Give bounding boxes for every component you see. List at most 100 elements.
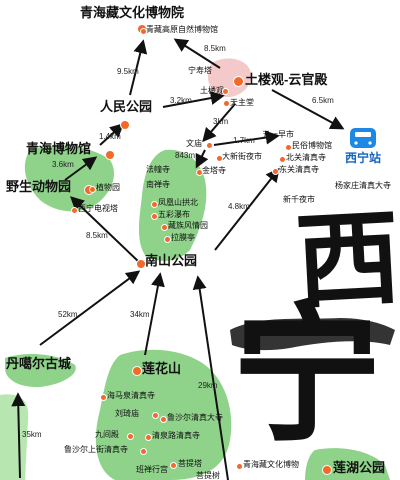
label-lusha-mosque: 鲁沙尔清真大寺 [167, 413, 223, 422]
pin-liuzu-temple [152, 412, 159, 419]
label-wenmiao: 文庙 [186, 139, 202, 148]
label-liuzu-temple: 刘琦庙 [115, 409, 139, 418]
land-west-strip [0, 394, 29, 480]
pin-haima-mosque [100, 394, 107, 401]
route-wenmiao-to-wuyi [213, 130, 280, 146]
pin-wucai-falls [151, 213, 158, 220]
route-tulouguan-to-station [271, 89, 345, 130]
label-nanchan-temple: 南禅寺 [146, 180, 170, 189]
label-jiujian-hall: 九间殿 [95, 430, 119, 439]
distance-label: 1.4km [99, 132, 121, 141]
distance-label: 35km [22, 430, 42, 439]
label-east-mosque: 东关清真寺 [279, 165, 319, 174]
label-ningshou-pagoda: 宁寿塔 [188, 66, 212, 75]
label-lianhua-shan[interactable]: 莲花山 [142, 361, 182, 376]
label-fenghuang-arch: 凤凰山拱北 [158, 198, 198, 207]
label-lala-pavilion: 拉膜亭 [171, 233, 195, 242]
label-nanshan-park[interactable]: 南山公园 [145, 253, 198, 268]
pin-botanical-garden [89, 186, 96, 193]
distance-label: 3.2km [170, 96, 192, 105]
pin-lusha-mosque [160, 416, 167, 423]
label-dashijie: 大新街夜市 [222, 152, 262, 161]
distance-label: 1.7km [233, 136, 255, 145]
pin-lianhu-park [322, 465, 332, 475]
route-museum-to-plateau [173, 38, 221, 69]
label-yangjiazhuang-mosque: 杨家庄清真大寺 [335, 181, 391, 190]
pin-qinghai-culture-museum [236, 463, 243, 470]
route-renmin-to-tulouguan [162, 91, 225, 108]
label-banchan-palace: 班禅行宫 [136, 465, 168, 474]
pin-tibetan-pavilion [161, 224, 168, 231]
pin-fenghuang-arch [151, 201, 158, 208]
label-fayun-temple: 法幢寺 [146, 165, 170, 174]
route-renmin-to-museum [129, 39, 148, 96]
label-putishu2: 菩提树 [196, 471, 220, 480]
route-wenmiao-to-jinta [195, 149, 209, 169]
pin-folk-museum [285, 144, 292, 151]
distance-label: 3km [213, 117, 229, 126]
label-wuyi-market: 五一早市 [262, 130, 294, 139]
distance-label: 8.5km [86, 231, 108, 240]
route-nanshan-to-wildlife [69, 196, 141, 264]
label-north-mosque: 北关清真寺 [286, 153, 326, 162]
pin-plateau-museum [140, 28, 147, 35]
pin-renmin-park [120, 120, 130, 130]
calligraphy-ning: 宁 [232, 287, 383, 463]
label-jinta-temple: 金塔寺 [202, 166, 226, 175]
label-tulouguan[interactable]: 土楼观-云官殿 [245, 72, 328, 87]
pin-jiujian-hall [127, 433, 134, 440]
distance-label: 34km [130, 310, 150, 319]
label-tianzhu-hall: 天主堂 [230, 98, 254, 107]
label-lianhu-park[interactable]: 莲湖公园 [333, 460, 386, 475]
pin-tianzhu-hall [223, 100, 230, 107]
route-lianhua-to-nanshan [144, 272, 165, 356]
distance-label: 9.5km [117, 67, 139, 76]
pin-nanshan-park [136, 259, 146, 269]
label-danga-old-town[interactable]: 丹噶尔古城 [6, 356, 72, 371]
label-putishu: 菩提塔 [178, 459, 202, 468]
pin-lusha-xinjie-mosque [140, 448, 147, 455]
label-qingquan-mosque: 清泉路清真寺 [152, 431, 200, 440]
label-wucai-falls: 五彩瀑布 [158, 210, 190, 219]
label-qinghai-tibetan-museum[interactable]: 青海藏文化博物院 [80, 5, 185, 20]
pin-lala-pavilion [164, 236, 171, 243]
pin-qinghai-museum [105, 150, 115, 160]
route-south-to-danga [11, 392, 26, 479]
distance-label: 3.6km [52, 160, 74, 169]
label-xinqian-market: 新千夜市 [283, 195, 315, 204]
pin-dashijie [216, 155, 223, 162]
label-tulouguan-small: 土楼观 [200, 86, 224, 95]
pin-xining-tv-tower [71, 207, 78, 214]
distance-label: 4.8km [228, 202, 250, 211]
pin-north-mosque [279, 156, 286, 163]
label-haima-mosque: 海马泉清真寺 [107, 391, 155, 400]
train-icon [350, 128, 376, 148]
pin-lianhua-shan [132, 366, 142, 376]
label-qinghai-museum[interactable]: 青海博物馆 [26, 141, 92, 156]
route-danga-to-nanshan [39, 270, 141, 346]
route-qhmuseum-to-renmin [99, 123, 125, 146]
distance-label: 52km [58, 310, 78, 319]
distance-label: 6.5km [312, 96, 334, 105]
label-xining-station[interactable]: 西宁站 [345, 151, 382, 165]
label-lusha-xinjie-mosque: 鲁沙尔上街清真寺 [64, 445, 128, 454]
label-botanical-garden: 植物园 [96, 183, 120, 192]
label-plateau-museum: 青藏高原自然博物馆 [146, 25, 218, 34]
pin-east-mosque [272, 168, 279, 175]
route-nanshan-to-station [214, 167, 280, 251]
pin-tulouguan [233, 76, 244, 87]
label-wildlife-park[interactable]: 野生动物园 [6, 179, 72, 194]
label-renmin-park[interactable]: 人民公园 [100, 99, 153, 114]
brush-stroke-decoration [230, 318, 395, 351]
distance-label: 29km [198, 381, 218, 390]
label-qinghai-culture-museum: 青海藏文化博物 [243, 460, 299, 469]
label-xining-tv-tower: 西宁电视塔 [78, 204, 118, 213]
pin-jinta-temple [196, 169, 203, 176]
pin-tulouguan-small [222, 88, 229, 95]
route-tulouguan-to-wenmiao [202, 103, 236, 143]
distance-label: 843m [175, 151, 196, 160]
distance-label: 8.5km [204, 44, 226, 53]
route-wildlife-to-qhmuseum [64, 156, 98, 181]
